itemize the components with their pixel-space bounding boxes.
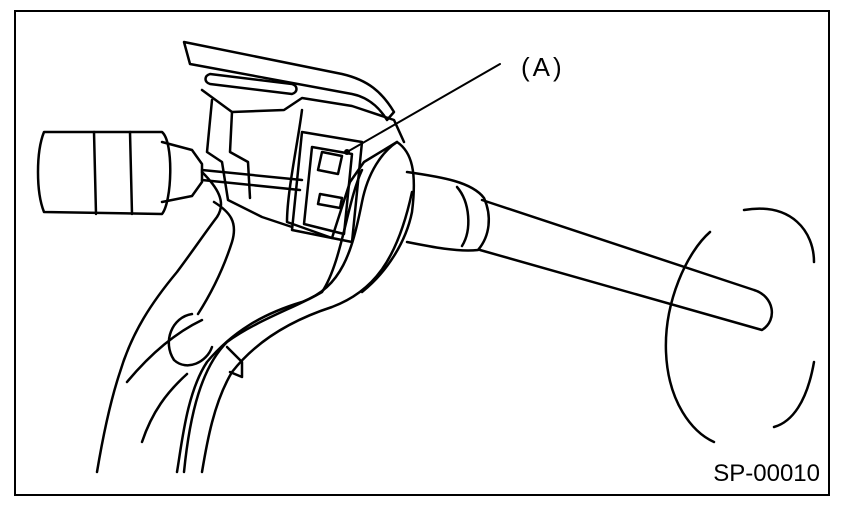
mount-bracket xyxy=(182,40,396,122)
switch-slot xyxy=(316,192,344,210)
callout-leader-line xyxy=(346,63,501,153)
callout-label-a: (A) xyxy=(521,52,565,82)
hand-outline xyxy=(95,170,223,474)
shaft xyxy=(478,198,774,332)
bracket-wall-inner xyxy=(228,110,252,200)
figure-code: SP-00010 xyxy=(713,460,820,487)
hand-finger xyxy=(125,318,204,444)
lever-body xyxy=(175,140,399,474)
shaft-collar-inner xyxy=(455,185,470,248)
switch-face xyxy=(302,145,354,236)
hand-cuff xyxy=(225,345,244,379)
shaft-collar xyxy=(405,170,491,252)
callout-leader-dot xyxy=(344,149,350,155)
lever-outer-edge xyxy=(200,190,414,474)
screwdriver-handle xyxy=(36,130,172,216)
switch-housing xyxy=(290,130,364,244)
round-part-outline-right xyxy=(742,207,816,429)
lever-housing xyxy=(285,108,416,294)
bracket-wall xyxy=(205,98,294,229)
figure-frame: (A) SP-00010 xyxy=(14,10,830,496)
round-part-outline xyxy=(664,230,716,444)
hand-thumb xyxy=(196,200,236,316)
hand-knuckle xyxy=(167,312,214,367)
switch-tab xyxy=(316,150,344,176)
mount-slot xyxy=(204,72,298,96)
screwdriver-shaft xyxy=(200,168,304,192)
brake-pedal-illustration xyxy=(36,40,816,474)
screwdriver-handle-grip xyxy=(92,130,134,216)
